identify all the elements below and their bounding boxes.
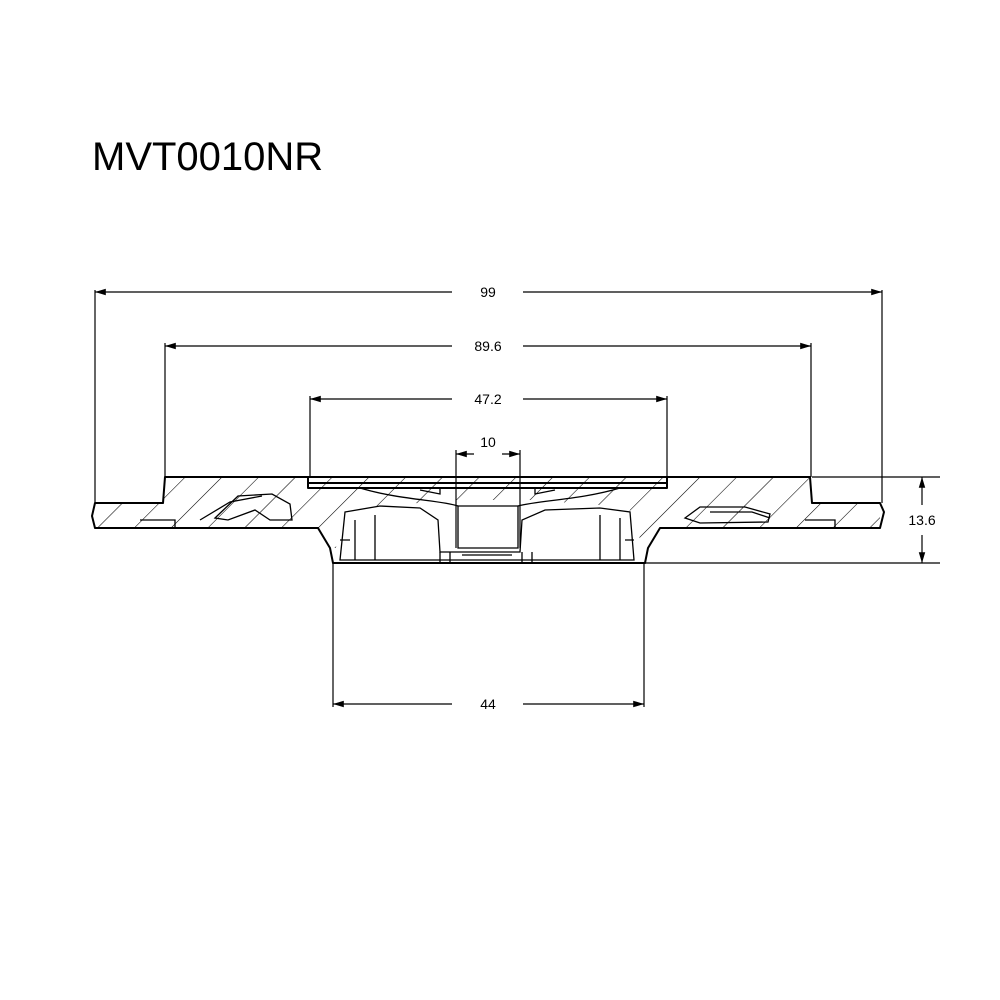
- dim-flange-diameter: 89.6: [474, 338, 501, 354]
- face-plate: [308, 476, 667, 489]
- outer-contour: [91, 476, 885, 564]
- dim-overall-diameter: 99: [480, 284, 496, 300]
- section-hatch: [95, 477, 880, 548]
- right-cavity: [683, 506, 771, 524]
- dim-bore-diameter: 10: [480, 434, 496, 450]
- dimension-lines: [94, 288, 940, 708]
- dim-height: 13.6: [908, 512, 935, 528]
- internal-details: [140, 487, 836, 563]
- cross-section: [91, 476, 885, 564]
- left-cavity: [213, 493, 293, 521]
- dim-face-diameter: 47.2: [474, 391, 501, 407]
- part-number-title: MVT0010NR: [92, 135, 323, 179]
- center-cavity: [339, 505, 635, 561]
- dim-hub-diameter: 44: [480, 696, 496, 712]
- bore: [457, 505, 519, 549]
